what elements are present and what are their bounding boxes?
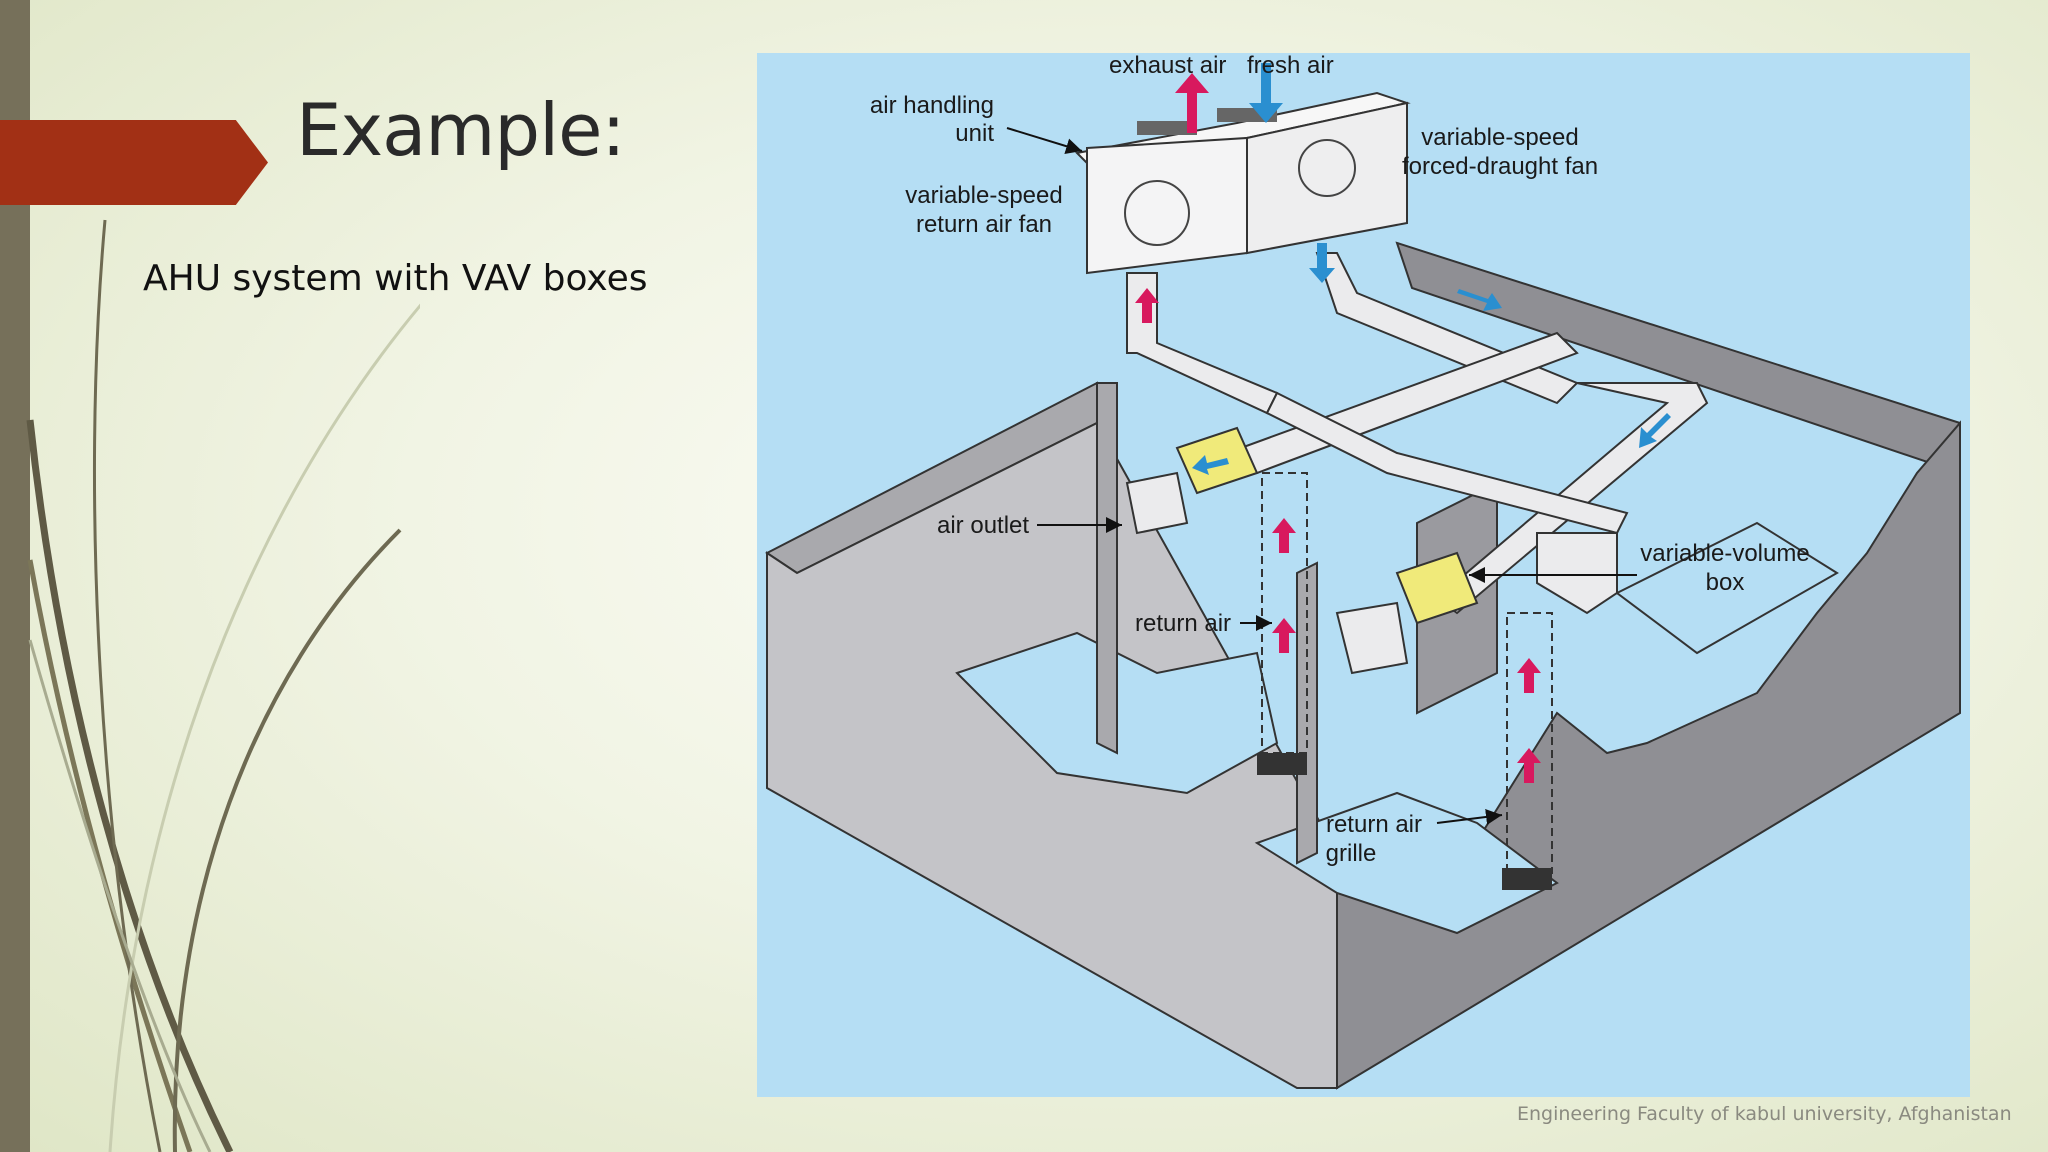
supply-arrow-icon xyxy=(1457,289,1502,311)
label-ahu-line1: air handling xyxy=(870,92,994,119)
partition-wall-1 xyxy=(1096,382,1118,755)
return-arrow-icon xyxy=(1272,618,1296,653)
label-fan-return-line1: variable-speed xyxy=(905,182,1062,209)
label-fresh-air: fresh air xyxy=(1247,53,1334,79)
return-arrow-icon xyxy=(1517,748,1541,783)
return-grille-left xyxy=(1257,753,1307,775)
ahu-side xyxy=(1246,101,1408,255)
ahu-damper-exhaust xyxy=(1137,121,1197,135)
air-outlet-left xyxy=(1125,471,1189,535)
title-chevron xyxy=(0,120,268,205)
label-fan-forced-line1: variable-speed xyxy=(1421,124,1578,151)
ahu-front xyxy=(1086,136,1248,275)
return-fan-icon xyxy=(1124,180,1190,246)
air-outlet-right xyxy=(1335,601,1409,675)
partition-wall-2 xyxy=(1296,561,1318,865)
leader-grille xyxy=(1436,809,1503,825)
return-arrow-icon xyxy=(1517,658,1541,693)
leader-ahu xyxy=(1006,127,1083,154)
diagram-svg: exhaust air fresh air air handling unit … xyxy=(765,53,1961,1090)
room-floor-blue-2 xyxy=(1254,791,1559,935)
label-grille-line2: grille xyxy=(1326,840,1377,867)
label-air-outlet: air outlet xyxy=(937,512,1029,539)
label-grille-line1: return air xyxy=(1326,811,1422,838)
forced-draught-fan-icon xyxy=(1298,139,1356,197)
room-floor-blue-3 xyxy=(1615,521,1839,655)
supply-arrow-icon xyxy=(1639,413,1671,448)
label-ahu-line2: unit xyxy=(955,120,994,147)
duct-vav-right-outlet xyxy=(1536,532,1618,615)
exhaust-arrow-icon xyxy=(1175,73,1209,133)
decorative-curves xyxy=(26,219,420,1152)
return-grille-right xyxy=(1502,868,1552,890)
ahu-vav-diagram: exhaust air fresh air air handling unit … xyxy=(757,53,1970,1097)
label-return-air: return air xyxy=(1135,610,1231,637)
vav-box-right xyxy=(1395,551,1479,625)
building-right-wall xyxy=(1336,420,1961,1090)
label-fan-forced-line2: forced-draught fan xyxy=(1402,153,1598,180)
label-vav-line2: box xyxy=(1706,569,1745,596)
return-arrow-icon xyxy=(1135,288,1159,323)
return-arrow-icon xyxy=(1272,518,1296,553)
label-exhaust-air: exhaust air xyxy=(1109,53,1226,79)
fresh-air-arrow-icon xyxy=(1249,63,1283,123)
label-vav-line1: variable-volume xyxy=(1640,540,1809,567)
label-fan-return-line2: return air fan xyxy=(916,211,1052,238)
slide-subtitle: AHU system with VAV boxes xyxy=(143,258,648,299)
slide-footer: Engineering Faculty of kabul university,… xyxy=(1517,1103,2012,1125)
return-drop-left xyxy=(1261,472,1308,754)
supply-arrow-icon xyxy=(1192,455,1229,475)
supply-arrow-icon xyxy=(1309,243,1335,283)
slide-title: Example: xyxy=(296,88,626,172)
